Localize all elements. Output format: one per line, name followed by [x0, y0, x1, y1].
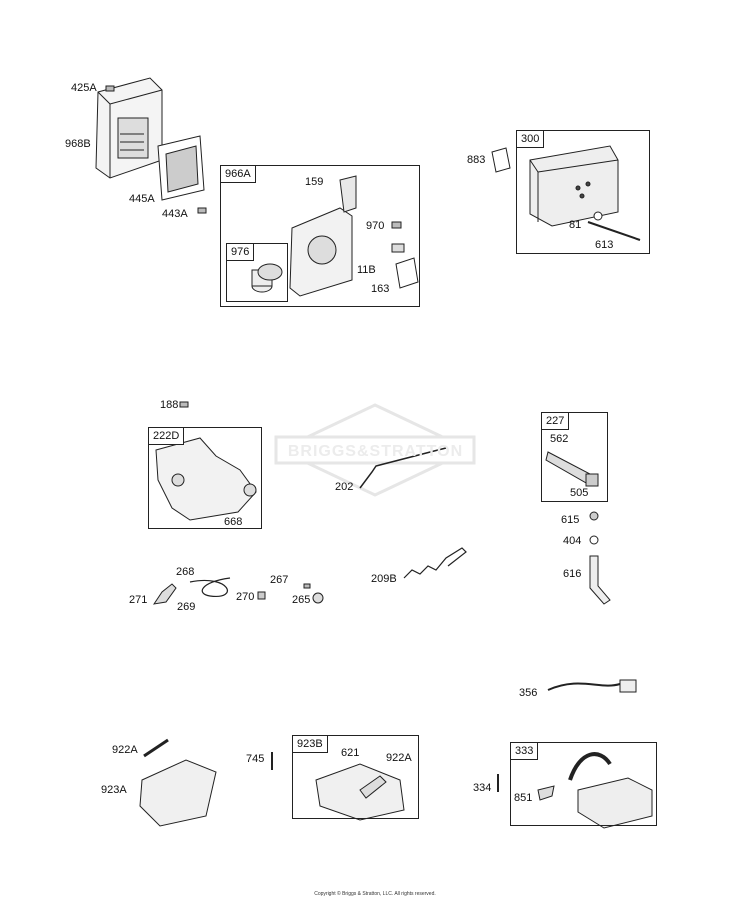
air-filter-housing-968b-drawing — [95, 77, 163, 179]
label-209b: 209B — [371, 573, 397, 585]
screw-188-drawing — [179, 401, 189, 408]
gasket-163-drawing — [391, 243, 419, 289]
label-505: 505 — [570, 487, 589, 499]
box-tag-227: 227 — [542, 413, 570, 430]
label-615: 615 — [561, 514, 580, 526]
label-562: 562 — [550, 433, 569, 445]
air-filter-445a-drawing — [157, 135, 205, 201]
screw-443a-drawing — [197, 207, 207, 214]
box-tag-966a: 966A — [221, 166, 256, 183]
label-159: 159 — [305, 176, 324, 188]
briggs-stratton-watermark-logo — [274, 403, 476, 497]
label-81: 81 — [569, 219, 582, 231]
nut-615-drawing — [589, 511, 599, 521]
control-assembly-923b-drawing — [315, 763, 405, 821]
label-922a-left: 922A — [112, 744, 138, 756]
label-922a-right: 922A — [386, 752, 412, 764]
copyright-notice: Copyright © Briggs & Stratton, LLC. All … — [314, 891, 436, 897]
box-222d: 222D — [148, 427, 262, 529]
spring-209b-drawing — [403, 547, 467, 579]
label-425a: 425A — [71, 82, 97, 94]
label-267: 267 — [270, 574, 289, 586]
label-269: 269 — [177, 601, 196, 613]
gasket-883-drawing — [491, 147, 511, 173]
label-745: 745 — [246, 753, 265, 765]
label-668: 668 — [224, 516, 243, 528]
label-188: 188 — [160, 399, 179, 411]
shaft-616-drawing — [589, 555, 611, 605]
label-445a: 445A — [129, 193, 155, 205]
box-tag-300: 300 — [517, 131, 545, 148]
label-968b: 968B — [65, 138, 91, 150]
carburetor-966a-drawing — [289, 175, 357, 297]
label-616: 616 — [563, 568, 582, 580]
screw-970-drawing — [391, 221, 402, 229]
watermark-text: BRIGGS&STRATTON — [287, 443, 464, 460]
ignition-armature-333-drawing — [497, 752, 653, 829]
label-404: 404 — [563, 535, 582, 547]
governor-lever-227-drawing — [545, 451, 599, 487]
box-976: 976 — [226, 243, 288, 302]
label-851: 851 — [514, 792, 533, 804]
label-923a: 923A — [101, 784, 127, 796]
box-300: 300 — [516, 130, 650, 254]
label-356: 356 — [519, 687, 538, 699]
label-268: 268 — [176, 566, 195, 578]
label-11b: 11B — [357, 264, 376, 276]
label-621: 621 — [341, 747, 360, 759]
governor-link-202-drawing — [359, 447, 447, 489]
label-265: 265 — [292, 594, 311, 606]
cable-268-drawing — [152, 577, 324, 605]
label-334: 334 — [473, 782, 492, 794]
primer-976-drawing — [251, 263, 283, 293]
box-333: 333 — [510, 742, 657, 826]
muffler-300-drawing — [529, 145, 641, 241]
label-443a: 443A — [162, 208, 188, 220]
box-tag-923b: 923B — [293, 736, 328, 753]
label-163: 163 — [371, 283, 390, 295]
label-613: 613 — [595, 239, 614, 251]
control-bracket-222d-drawing — [155, 437, 257, 521]
label-271: 271 — [129, 594, 148, 606]
washer-404-drawing — [589, 535, 599, 545]
box-tag-333: 333 — [511, 743, 539, 760]
label-202: 202 — [335, 481, 354, 493]
control-bracket-923a-drawing — [139, 738, 217, 827]
screw-425a-drawing — [105, 85, 115, 92]
label-270: 270 — [236, 591, 255, 603]
label-970: 970 — [366, 220, 385, 232]
box-923b: 923B — [292, 735, 419, 819]
label-883: 883 — [467, 154, 486, 166]
box-tag-222d: 222D — [149, 428, 185, 445]
box-tag-976: 976 — [227, 244, 255, 261]
wire-356-drawing — [547, 679, 637, 693]
box-227: 227 — [541, 412, 608, 502]
box-966a: 966A — [220, 165, 420, 307]
